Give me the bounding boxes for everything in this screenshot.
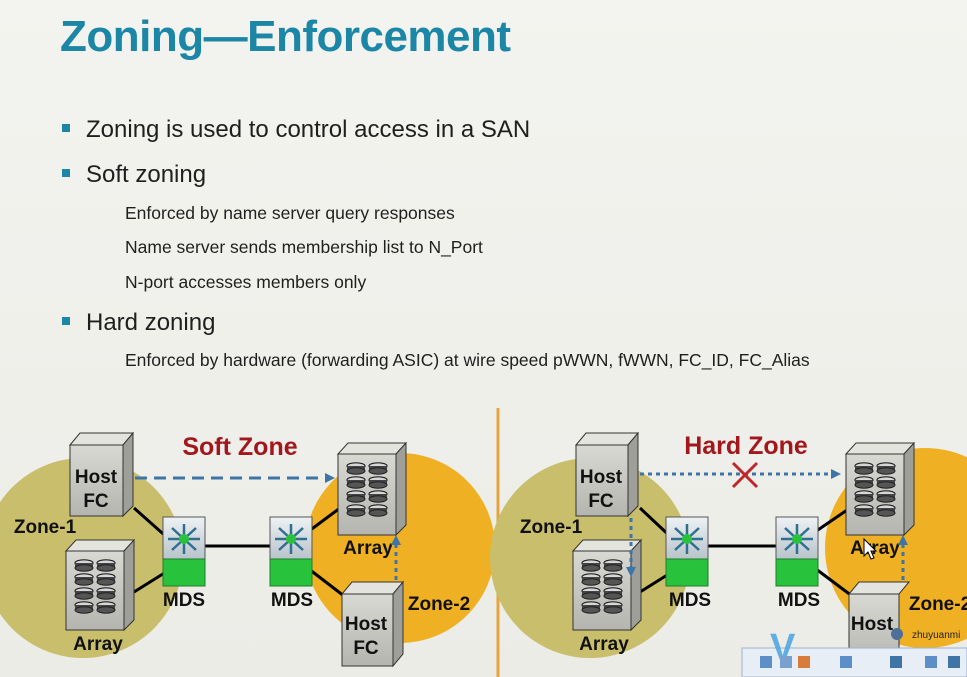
slide-title: Zoning—Enforcement	[60, 12, 511, 61]
mouse-cursor-icon	[863, 537, 878, 560]
hard-zone-heading: Hard Zone	[684, 432, 808, 460]
soft-sub-3: N-port accesses members only	[125, 272, 367, 292]
mds-switch	[269, 516, 313, 587]
mds-switch	[162, 516, 206, 587]
storage-array-device	[64, 538, 136, 632]
zone-1-label: Zone-1	[520, 517, 583, 538]
link	[811, 564, 853, 598]
soft-zone-heading: Soft Zone	[182, 433, 297, 461]
zone-2-label: Zone-2	[408, 594, 470, 615]
bullet-text: Soft zoning	[86, 161, 207, 188]
array-label: Array	[850, 538, 900, 559]
host-fc-device	[340, 580, 405, 668]
link	[133, 570, 167, 594]
array-label: Array	[343, 538, 393, 559]
mds-label: MDS	[778, 590, 820, 611]
mds-switch	[775, 516, 819, 587]
host-label: Host	[75, 467, 118, 488]
mds-switch	[665, 516, 709, 587]
zone-1-label: Zone-1	[14, 517, 77, 538]
bullet-square-icon	[62, 168, 70, 177]
watermark-overlay: V zhuyuanmi	[741, 627, 967, 677]
soft-sub-2: Name server sends membership list to N_P…	[125, 237, 483, 257]
mds-label: MDS	[271, 590, 313, 611]
array-label: Array	[579, 634, 629, 655]
fc-label: FC	[588, 491, 614, 512]
host-fc-device	[68, 431, 135, 518]
bullet-zoning-access: Zoning is used to control access in a SA…	[62, 116, 530, 144]
host-fc-device	[574, 431, 640, 518]
bullet-text: Hard zoning	[86, 309, 216, 336]
mds-label: MDS	[163, 590, 205, 611]
user-icon	[891, 628, 903, 640]
storage-array-device	[844, 441, 916, 537]
fc-label: FC	[83, 491, 109, 512]
storage-array-device	[336, 441, 408, 537]
bullet-text: Zoning is used to control access in a SA…	[86, 116, 531, 143]
zone-2-label: Zone-2	[909, 594, 967, 615]
bullet-soft-zoning: Soft zoning	[62, 161, 206, 189]
bullet-square-icon	[62, 123, 70, 132]
host-label: Host	[580, 467, 623, 488]
bullet-square-icon	[62, 316, 70, 325]
watermark-user: zhuyuanmi	[912, 630, 960, 641]
blocked-x-icon	[731, 461, 759, 489]
hard-sub-1: Enforced by hardware (forwarding ASIC) a…	[125, 350, 810, 370]
array-label: Array	[73, 634, 123, 655]
soft-sub-1: Enforced by name server query responses	[125, 203, 455, 223]
fc-label: FC	[353, 638, 379, 659]
mds-label: MDS	[669, 590, 711, 611]
bullet-hard-zoning: Hard zoning	[62, 309, 215, 337]
host-label: Host	[851, 614, 894, 635]
host-label: Host	[345, 614, 388, 635]
storage-array-device	[571, 538, 643, 632]
